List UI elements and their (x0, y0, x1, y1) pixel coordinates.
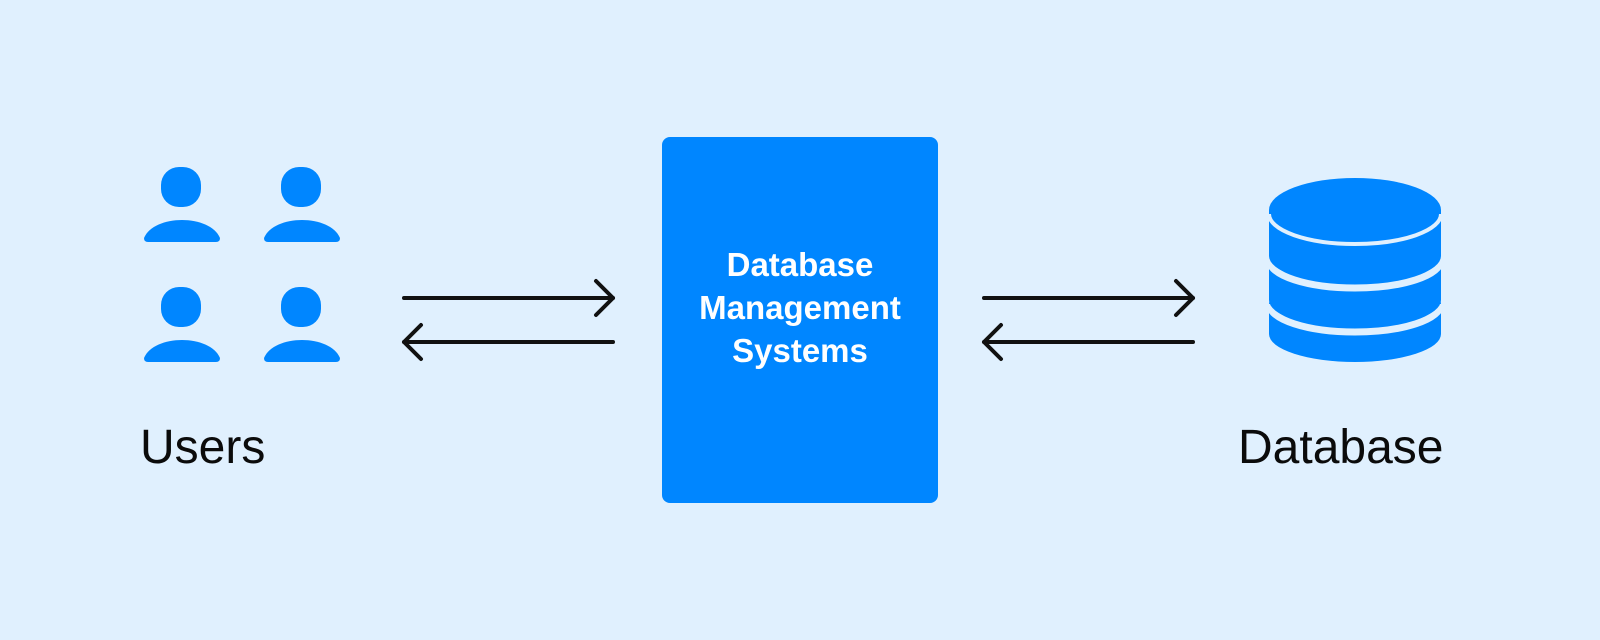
arrow-right-icon (402, 279, 615, 317)
dbms-title-line: Database (726, 246, 874, 283)
database-cylinder-icon (1265, 178, 1445, 362)
user-icon (264, 287, 340, 362)
dbms-box: Database Management Systems (662, 137, 938, 503)
users-group-icon (140, 160, 340, 370)
arrow-left-icon (982, 323, 1195, 361)
dbms-title: Database Management Systems (699, 243, 901, 372)
arrow-left-icon (402, 323, 615, 361)
dbms-title-line: Management (699, 289, 901, 326)
user-icon (144, 287, 220, 362)
users-label: Users (140, 421, 266, 474)
arrow-right-icon (982, 279, 1195, 317)
user-icon (144, 167, 220, 242)
database-label: Database (1238, 421, 1444, 474)
dbms-title-line: Systems (732, 332, 868, 369)
user-icon (264, 167, 340, 242)
